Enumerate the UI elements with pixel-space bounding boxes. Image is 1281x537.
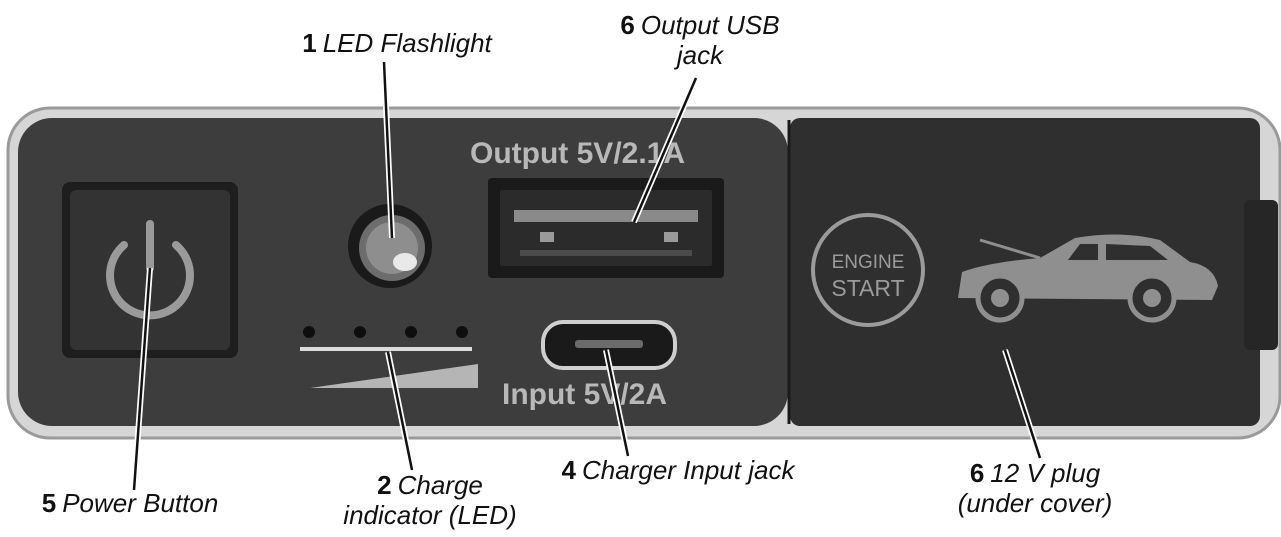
leader-charge xyxy=(386,351,414,471)
led-flashlight xyxy=(348,204,432,288)
leader-power xyxy=(132,267,152,491)
charge-dot-2 xyxy=(354,326,366,338)
charge-dot-1 xyxy=(303,326,315,338)
badge-line2: START xyxy=(831,275,904,301)
output-print: Output 5V/2.1A xyxy=(470,137,685,170)
leader-led xyxy=(382,61,394,239)
cover-tab xyxy=(1244,200,1278,350)
micro-usb-input-port[interactable] xyxy=(541,320,677,370)
leader-input xyxy=(604,349,630,457)
charge-dot-3 xyxy=(405,326,417,338)
leader-plug xyxy=(1003,349,1042,459)
badge-line1: ENGINE xyxy=(832,252,905,273)
engine-start-badge: ENGINE START xyxy=(811,213,925,327)
usb-output-port[interactable] xyxy=(488,178,724,278)
input-print: Input 5V/2A xyxy=(502,378,667,411)
charge-dot-4 xyxy=(456,326,468,338)
car-icon xyxy=(958,234,1218,323)
usb-port-icon xyxy=(514,210,698,256)
micro-usb-port-icon xyxy=(575,340,643,348)
leader-lines xyxy=(131,61,1043,491)
power-icon xyxy=(106,220,194,320)
leader-usb xyxy=(632,77,698,223)
charge-bar xyxy=(300,347,472,351)
